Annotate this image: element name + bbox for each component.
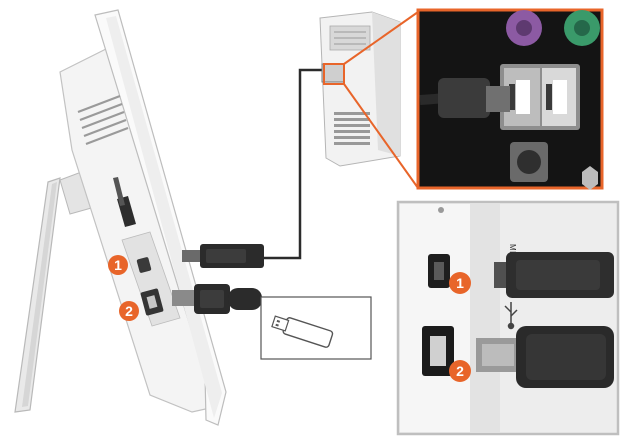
monitor-port-zoom: MEMOR	[396, 200, 620, 436]
svg-text:2: 2	[456, 363, 464, 379]
svg-text:1: 1	[456, 275, 464, 291]
vent-slots	[77, 94, 129, 146]
badge-mini-usb: 1	[108, 255, 128, 275]
computer-tower	[319, 11, 401, 167]
usb-flash-drive-icon	[271, 315, 334, 348]
svg-text:2: 2	[125, 303, 133, 319]
usb-a-plug	[172, 284, 262, 314]
usb-icon	[504, 302, 518, 330]
pc-back-panel-zoom	[416, 8, 604, 190]
mini-usb-port[interactable]	[136, 257, 152, 274]
badge-mini-usb-zoom: 1	[449, 272, 471, 294]
usb-cable-to-computer	[182, 68, 328, 268]
monitor-side-view	[14, 9, 227, 426]
flash-drive-callout	[260, 296, 372, 360]
badge-usb-a: 2	[119, 301, 139, 321]
zoom-callout-lines	[323, 11, 419, 189]
badge-usb-a-zoom: 2	[449, 360, 471, 382]
svg-text:1: 1	[114, 257, 122, 273]
